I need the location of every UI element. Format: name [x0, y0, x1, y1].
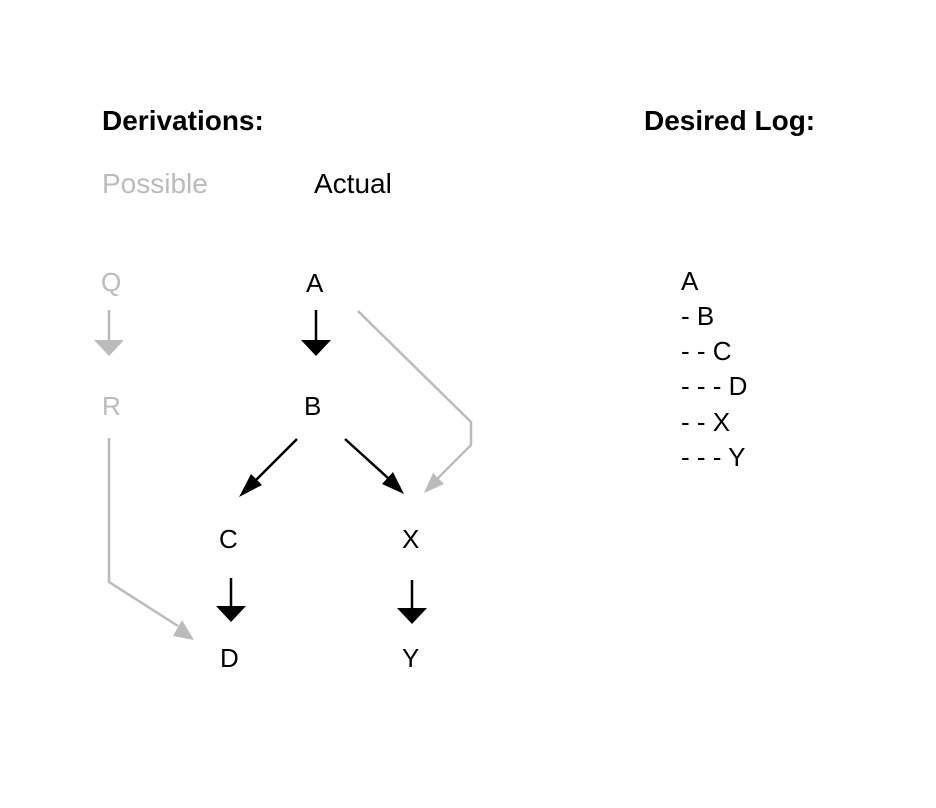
log-line: - - - Y — [681, 442, 746, 472]
log-line: - - X — [681, 407, 731, 437]
node-b: B — [304, 391, 322, 421]
actual-column-label: Actual — [314, 168, 392, 199]
edge-x-y — [397, 580, 427, 624]
edge-b-c — [239, 438, 298, 497]
log-line: - - - D — [681, 371, 748, 401]
node-q: Q — [101, 267, 122, 297]
log-line: - B — [681, 301, 715, 331]
edge-b-x — [344, 438, 404, 494]
node-c: C — [219, 524, 238, 554]
edge-r-d — [107, 438, 194, 640]
node-x: X — [402, 524, 420, 554]
edge-a-b — [301, 310, 331, 356]
desired-log-heading: Desired Log: — [644, 105, 816, 136]
possible-column-label: Possible — [102, 168, 208, 199]
derivations-heading: Derivations: — [102, 105, 264, 136]
edge-a-x — [357, 310, 473, 493]
node-a: A — [306, 268, 324, 298]
log-line: A — [681, 266, 699, 296]
log-line: - - C — [681, 336, 732, 366]
edge-c-d — [216, 578, 246, 622]
node-d: D — [220, 643, 239, 673]
node-r: R — [102, 391, 121, 421]
edge-q-r — [94, 310, 124, 356]
node-y: Y — [402, 643, 420, 673]
